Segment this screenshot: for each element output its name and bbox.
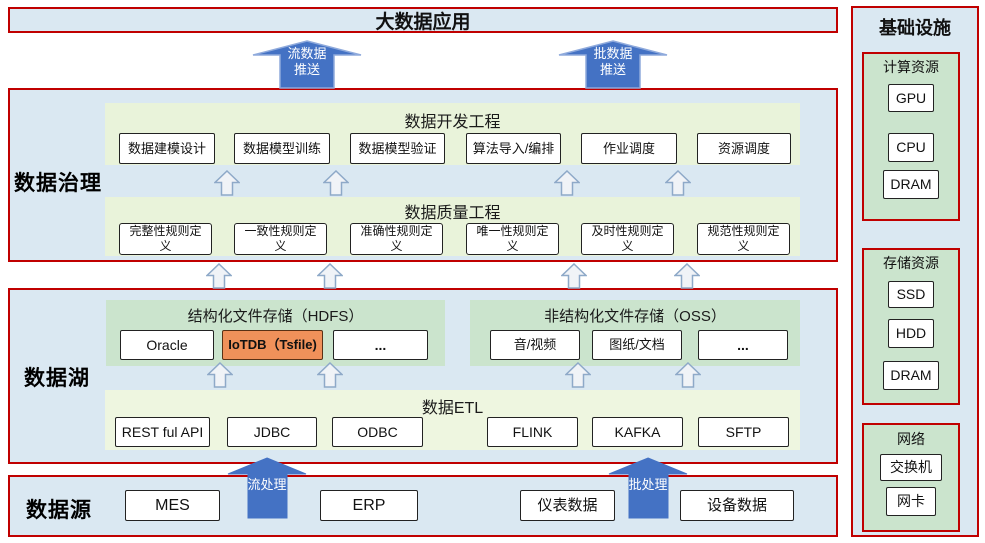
node-uniqueness-rule: 唯一性规则定义 [466,223,559,255]
up-arrow-icon [213,169,241,196]
node-restful-api: REST ful API [115,417,210,447]
up-arrow-icon [564,361,592,388]
infra-item-switch: 交换机 [880,454,942,481]
stream-process-arrow: 流处理 [227,457,307,519]
node-data-model-design: 数据建模设计 [119,133,215,164]
hdfs-storage-title: 结构化文件存储（HDFS） [187,308,364,325]
node-oss-more: ... [698,330,788,360]
data-dev-engineering-title: 数据开发工程 [404,114,501,131]
data-etl-band: 数据ETL [105,390,800,450]
up-arrow-icon [664,169,692,196]
network-title: 网络 [897,431,925,447]
stream-push-label-line1: 流数据 [287,46,327,61]
node-algorithm-import-orchestration: 算法导入/编排 [466,133,561,164]
infra-item-nic: 网卡 [886,487,936,516]
up-arrow-icon [316,361,344,388]
infrastructure-title: 基础设施 [879,18,951,38]
up-arrow-icon [560,262,588,289]
data-lake-label: 数据湖 [24,367,90,390]
data-dev-engineering-band: 数据开发工程 [105,103,800,165]
node-consistency-rule: 一致性规则定义 [234,223,327,255]
node-flink: FLINK [487,417,578,447]
node-meter-data: 仪表数据 [520,490,615,521]
node-normative-rule: 规范性规则定义 [697,223,790,255]
storage-resources-title: 存储资源 [883,255,939,271]
node-jdbc: JDBC [227,417,317,447]
node-oracle: Oracle [120,330,214,360]
node-device-data: 设备数据 [680,490,794,521]
batch-push-label-line2: 推送 [599,62,626,77]
data-quality-engineering-band: 数据质量工程 [105,197,800,256]
up-arrow-icon [608,457,688,519]
big-data-application-bar: 大数据应用 [8,7,838,33]
node-iotdb-tsfile: IoTDB（Tsfile) [222,330,323,360]
up-arrow-icon [205,262,233,289]
node-odbc: ODBC [332,417,423,447]
up-arrow-icon [206,361,234,388]
infra-item-hdd: HDD [888,319,934,348]
infra-item-gpu: GPU [888,84,934,112]
node-job-scheduling: 作业调度 [581,133,677,164]
data-etl-title: 数据ETL [421,400,484,417]
stream-push-arrow: 流数据 推送 [252,40,362,89]
node-kafka: KAFKA [592,417,683,447]
node-resource-scheduling: 资源调度 [697,133,791,164]
node-mes: MES [125,490,220,521]
up-arrow-icon [227,457,307,519]
node-accuracy-rule: 准确性规则定义 [350,223,443,255]
batch-push-label-line1: 批数据 [593,46,633,61]
data-governance-label: 数据治理 [14,172,102,195]
up-arrow-icon [553,169,581,196]
data-source-label: 数据源 [26,499,92,522]
infra-item-cpu: CPU [888,133,934,162]
batch-process-label: 批处理 [628,477,668,492]
up-arrow-icon [252,40,362,89]
batch-process-arrow: 批处理 [608,457,688,519]
node-completeness-rule: 完整性规则定义 [119,223,212,255]
node-data-model-validation: 数据模型验证 [350,133,445,164]
node-hdfs-more: ... [333,330,428,360]
node-sftp: SFTP [698,417,789,447]
infra-item-dram-compute: DRAM [883,170,939,199]
data-quality-engineering-title: 数据质量工程 [404,205,501,222]
node-erp: ERP [320,490,418,521]
stream-push-label-line2: 推送 [293,62,320,77]
node-drawings-documents: 图纸/文档 [592,330,682,360]
stream-process-label: 流处理 [247,477,287,492]
batch-push-arrow: 批数据 推送 [558,40,668,89]
compute-resources-title: 计算资源 [883,59,939,75]
big-data-application-title: 大数据应用 [375,11,471,33]
up-arrow-icon [316,262,344,289]
up-arrow-icon [674,361,702,388]
up-arrow-icon [558,40,668,89]
node-timeliness-rule: 及时性规则定义 [581,223,674,255]
up-arrow-icon [322,169,350,196]
infra-item-dram-storage: DRAM [883,361,939,390]
infra-item-ssd: SSD [888,281,934,308]
node-data-model-training: 数据模型训练 [234,133,330,164]
up-arrow-icon [673,262,701,289]
oss-storage-title: 非结构化文件存储（OSS） [544,308,726,325]
node-audio-video: 音/视频 [490,330,580,360]
